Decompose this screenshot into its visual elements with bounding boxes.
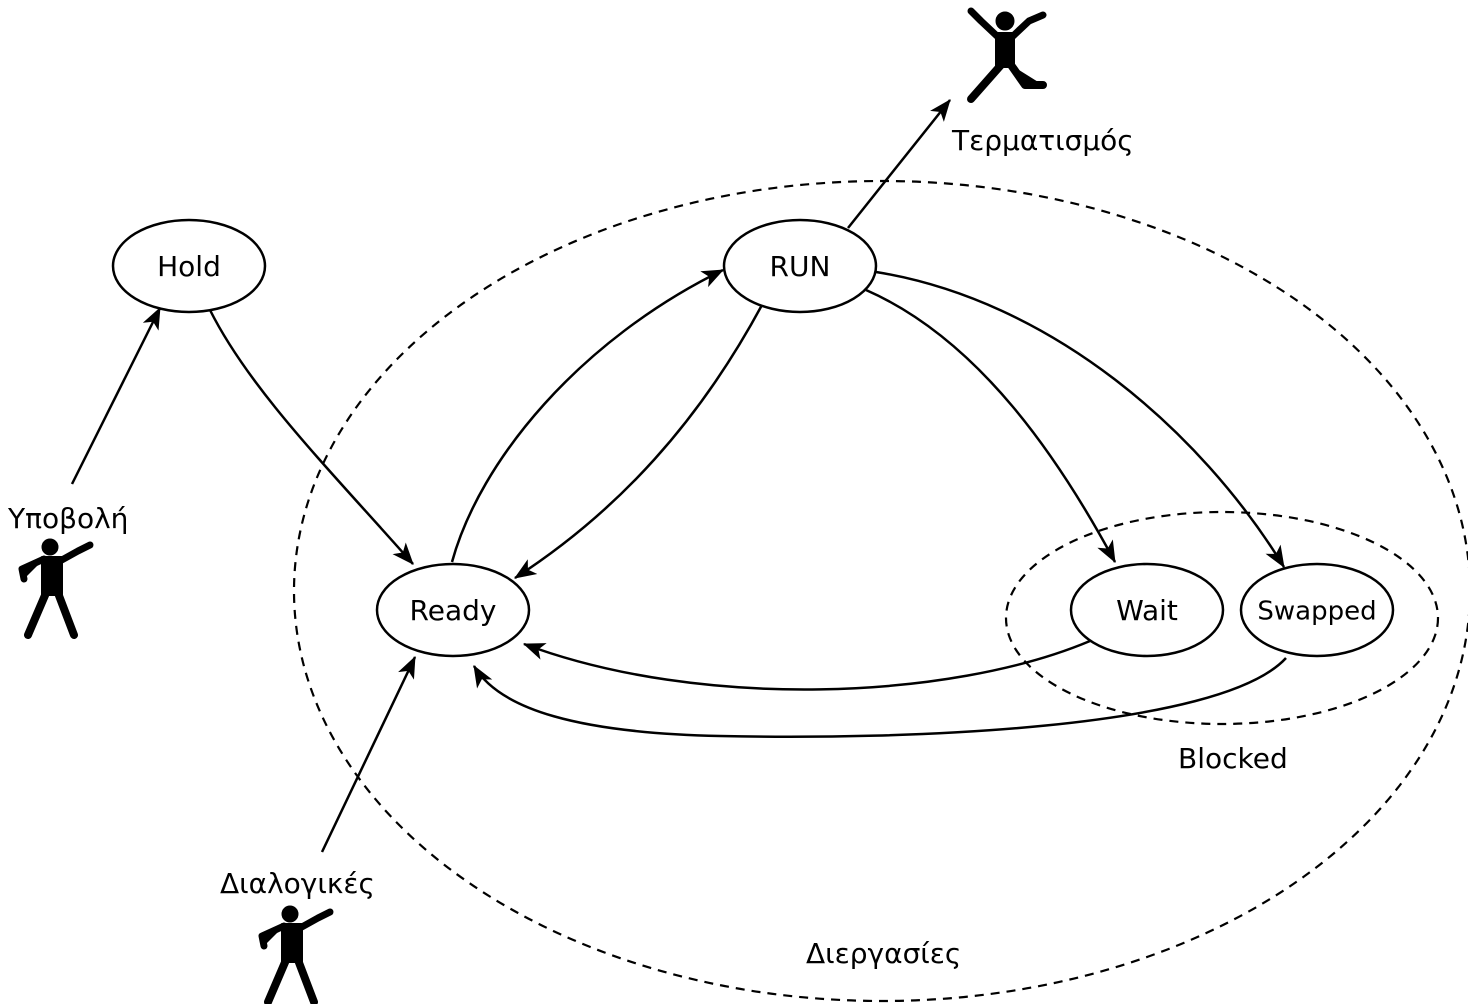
node-ready: Ready: [375, 562, 531, 658]
node-swapped-label: Swapped: [1257, 597, 1376, 627]
edge-wait-to-ready: [522, 639, 1091, 691]
interactive-label: Διαλογικές: [220, 867, 375, 900]
edge-run-to-wait: [865, 288, 1117, 563]
edge-hold-to-ready: [208, 309, 414, 565]
blocked-label: Blocked: [1178, 742, 1288, 775]
edge-run-to-ready: [514, 304, 764, 580]
edge-swapped-to-ready: [472, 657, 1287, 739]
node-hold-label: Hold: [157, 250, 221, 283]
processes-boundary: [293, 180, 1468, 1002]
node-run: RUN: [722, 218, 878, 314]
edge-interactive-to-ready: [320, 656, 417, 853]
node-run-label: RUN: [770, 250, 831, 283]
node-ready-label: Ready: [410, 594, 497, 627]
node-swapped: Swapped: [1239, 562, 1395, 658]
submission-label: Υποβολή: [7, 502, 128, 535]
edge-run-to-termination: [847, 99, 951, 229]
person-icon: [258, 905, 334, 1004]
person-icon: [967, 7, 1047, 103]
termination-label: Τερματισμός: [951, 124, 1134, 157]
edge-ready-to-run: [450, 268, 724, 563]
edge-submission-to-hold: [70, 307, 162, 485]
node-wait: Wait: [1069, 562, 1225, 658]
edge-run-to-swapped: [875, 270, 1286, 568]
person-icon: [18, 538, 94, 639]
node-wait-label: Wait: [1116, 594, 1178, 627]
processes-label: Διεργασίες: [806, 937, 961, 970]
blocked-boundary: [1004, 510, 1440, 726]
node-hold: Hold: [111, 218, 267, 314]
